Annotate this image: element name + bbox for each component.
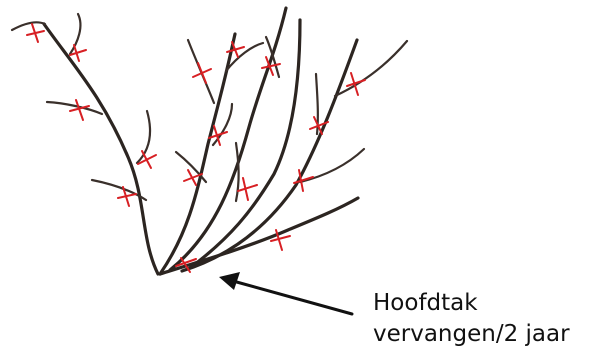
callout-line-1: Hoofdtak <box>373 288 570 319</box>
cut-mark-2 <box>70 45 86 61</box>
callout-label: Hoofdtak vervangen/2 jaar <box>373 288 570 350</box>
arrow <box>219 272 352 314</box>
cut-mark-1 <box>27 24 44 42</box>
arrow-shaft <box>233 281 352 314</box>
callout-line-2: vervangen/2 jaar <box>373 319 570 350</box>
cut-mark-3 <box>70 100 89 120</box>
arrow-head-icon <box>219 272 240 290</box>
cut-mark-12 <box>347 73 365 95</box>
twig-left-mid <box>47 102 102 114</box>
main-branch-center-right <box>170 8 286 270</box>
shrub-drawing <box>12 8 407 274</box>
cut-mark-6 <box>193 63 211 83</box>
cut-mark-11 <box>238 178 257 200</box>
main-branch-left <box>44 24 158 274</box>
twig-left-top <box>12 22 45 30</box>
